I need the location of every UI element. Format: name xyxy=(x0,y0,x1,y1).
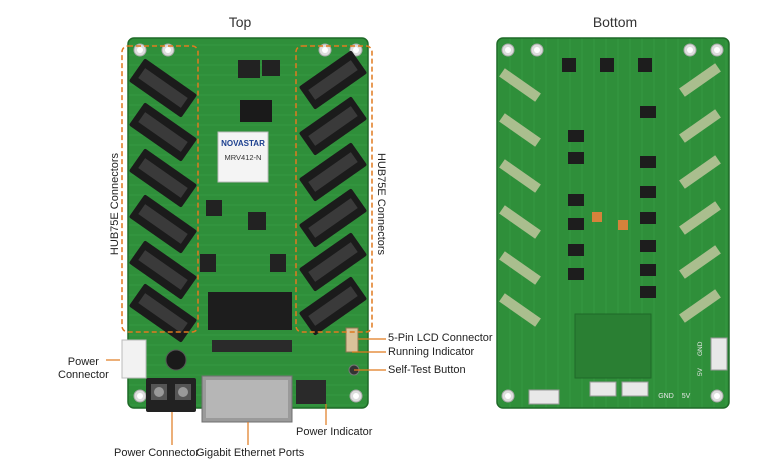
silk-side-5v: 5V xyxy=(697,367,704,376)
hub75e-left-headers xyxy=(129,58,197,343)
power-connector-left-label: Power Connector xyxy=(58,356,109,382)
bottom-power-pads xyxy=(710,337,728,371)
lcd-connector-label: 5-Pin LCD Connector xyxy=(388,332,493,344)
power-connector-left-line2: Connector xyxy=(58,369,109,381)
main-chip xyxy=(208,292,292,330)
self-test-button-label: Self-Test Button xyxy=(388,364,466,376)
top-heading: Top xyxy=(228,14,252,30)
bottom-center-area xyxy=(574,313,652,379)
bottom-board: GND 5V 5V GND xyxy=(496,37,730,409)
model-text: MRV412-N xyxy=(225,153,262,162)
pin-header xyxy=(296,380,326,404)
bottom-pcb xyxy=(496,37,730,409)
hub-right-label: HUB75E Connectors xyxy=(375,152,387,256)
power-connector-left-line1: Power xyxy=(67,356,99,368)
hub75e-right-headers xyxy=(299,50,367,336)
power-connector-bottom-label: Power Connector xyxy=(114,447,199,459)
top-board: NOVASTAR MRV412-N xyxy=(106,37,386,445)
silk-5v: 5V xyxy=(682,393,691,400)
power-indicator-label: Power Indicator xyxy=(296,426,373,438)
hub-left-outline xyxy=(121,45,199,333)
mounting-holes-bottom xyxy=(501,43,724,403)
brand-text: NOVASTAR xyxy=(221,139,265,148)
ethernet-ports-label: Gigabit Ethernet Ports xyxy=(196,447,305,459)
model-sticker xyxy=(217,131,269,183)
silk-gnd: GND xyxy=(658,393,674,400)
capacitor xyxy=(165,349,187,371)
solder-pad-rows xyxy=(499,63,721,327)
bottom-heading: Bottom xyxy=(592,14,638,30)
silk-side-gnd: GND xyxy=(697,341,704,356)
callout-lines xyxy=(106,338,386,445)
top-chips xyxy=(200,60,292,352)
side-power-connector xyxy=(121,339,147,379)
mounting-holes-top xyxy=(133,43,363,403)
running-indicator-label: Running Indicator xyxy=(388,346,475,358)
hub-left-label: HUB75E Connectors xyxy=(109,152,121,256)
bottom-chips xyxy=(562,58,656,298)
power-terminal-block xyxy=(146,378,196,412)
hub-right-outline xyxy=(295,45,373,333)
